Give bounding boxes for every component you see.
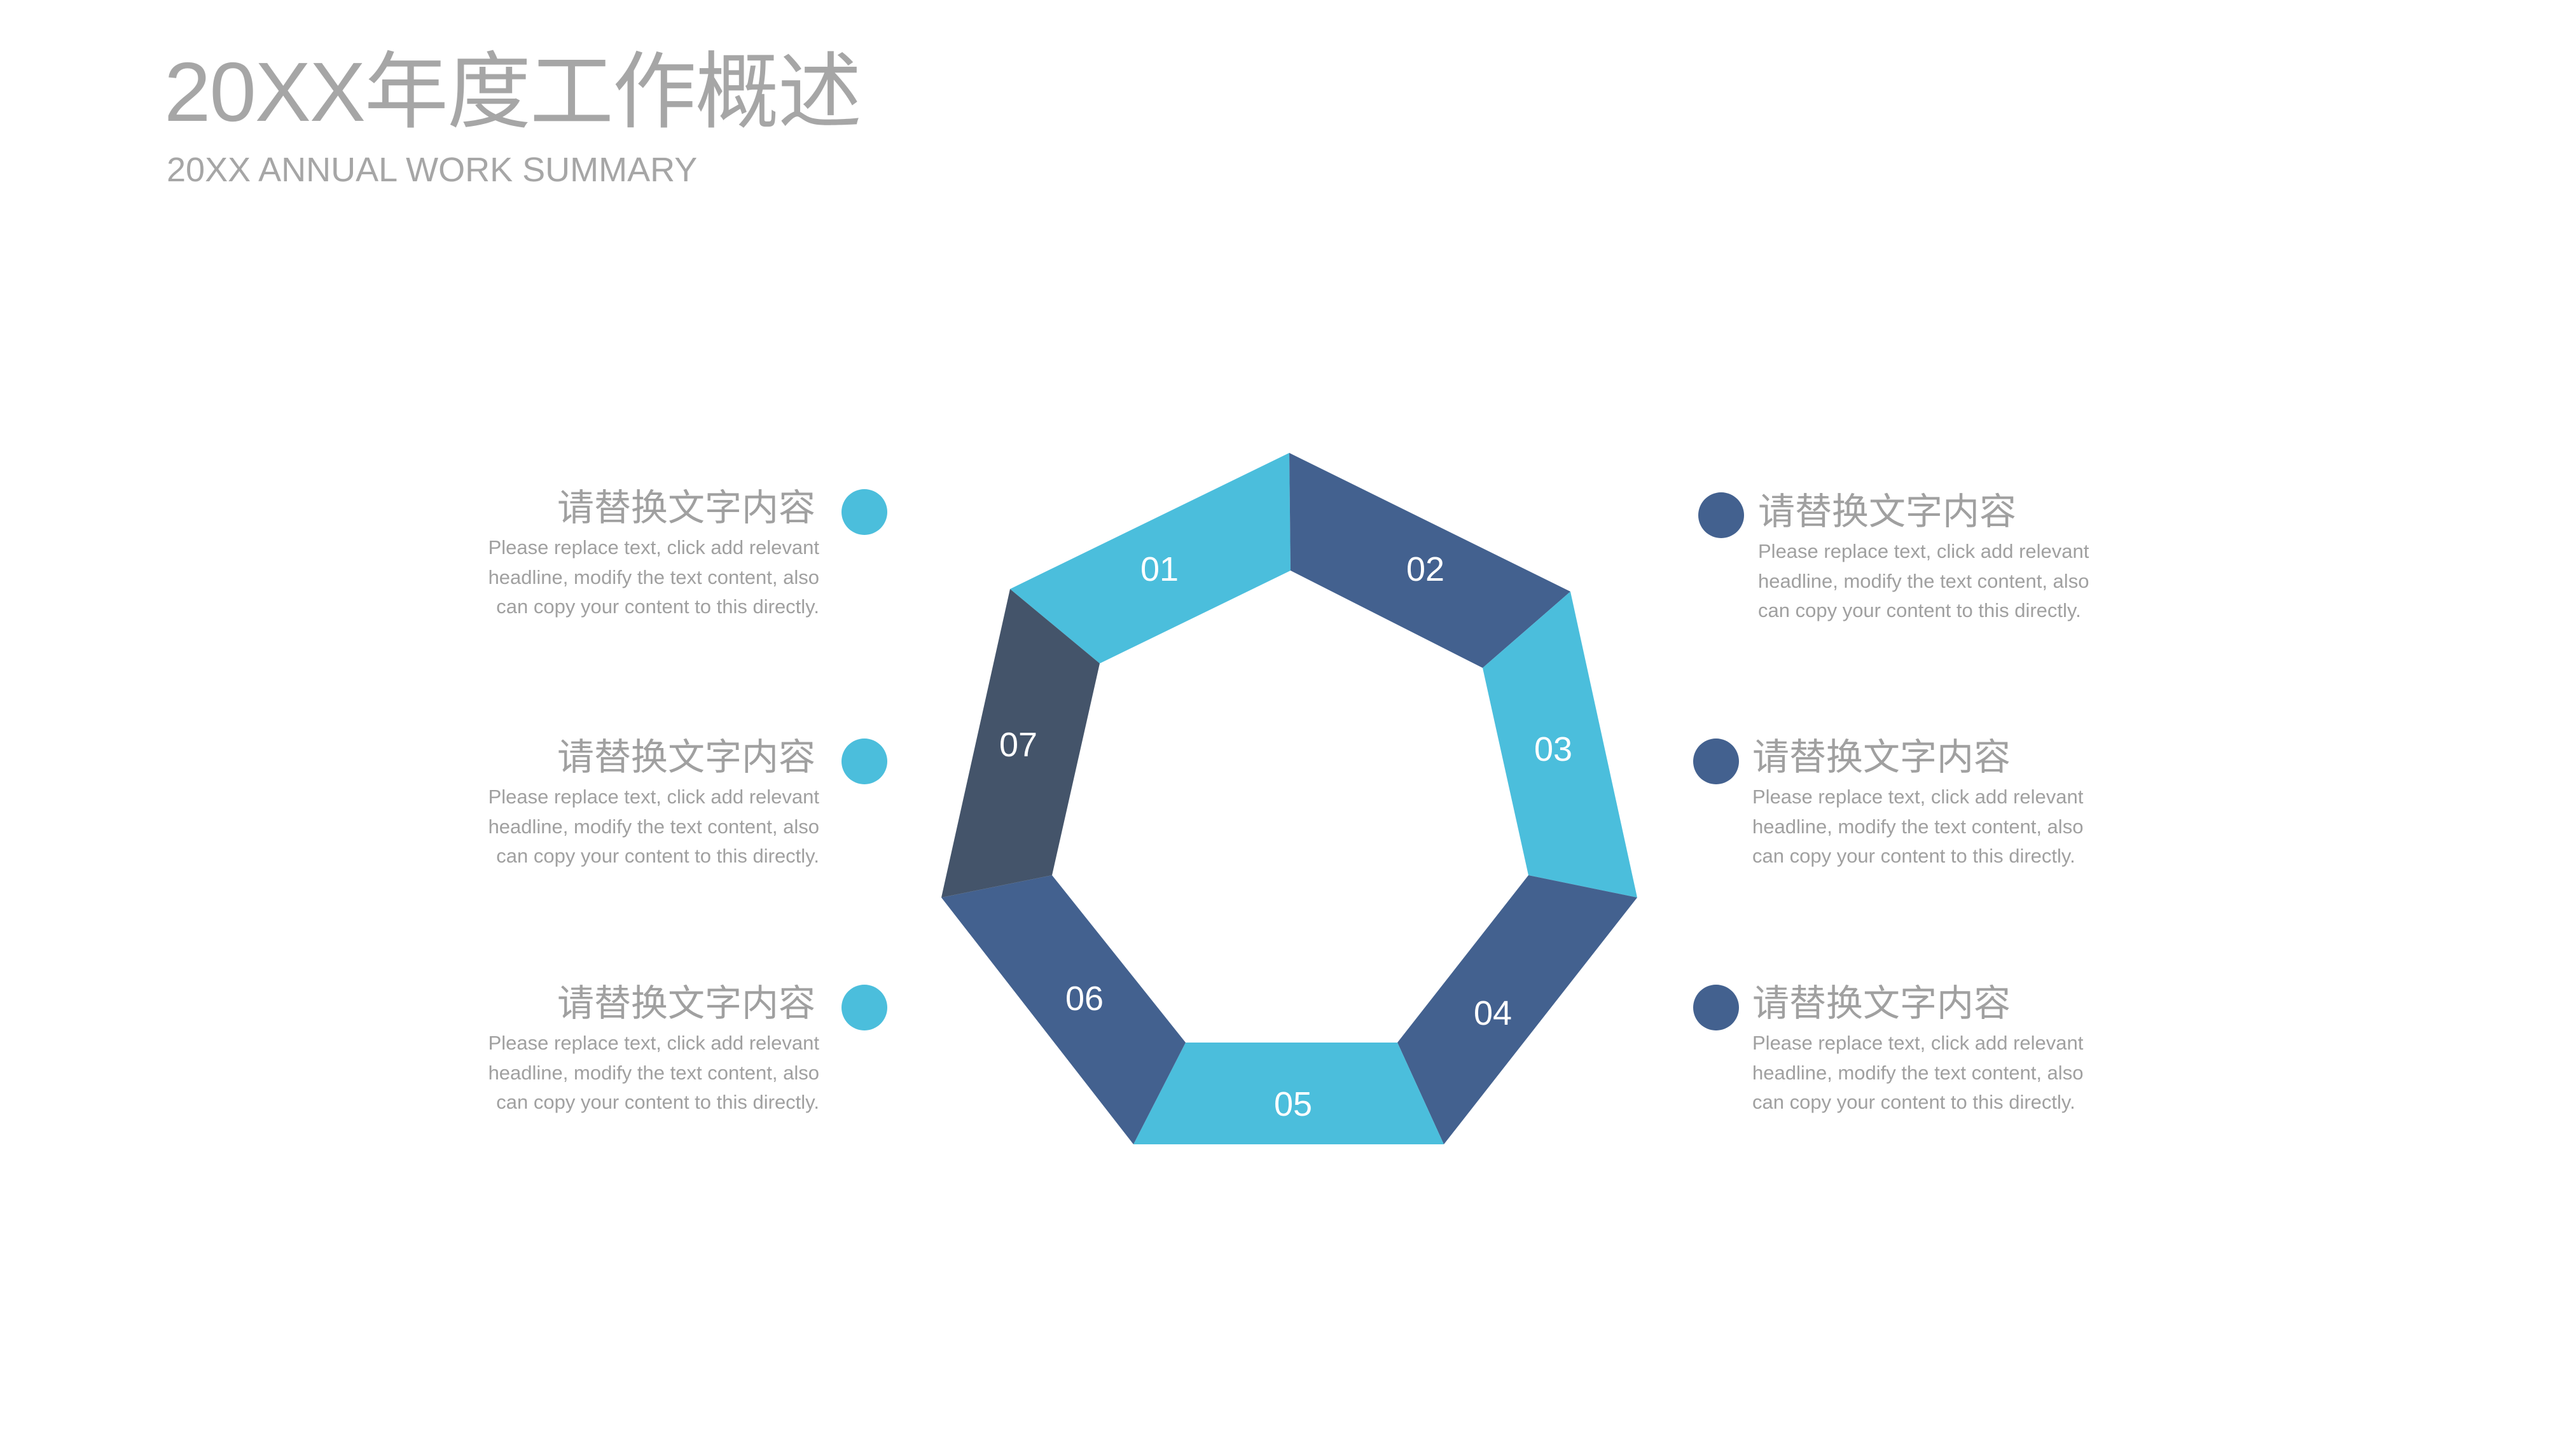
bullet-dot-right-1: [1698, 492, 1744, 538]
item-body: Please replace text, click add relevant …: [1758, 540, 2089, 621]
item-body: Please replace text, click add relevant …: [488, 536, 819, 618]
segment-06[interactable]: 06: [941, 875, 1186, 1144]
text-block-left-1: 请替换文字内容 Please replace text, click add r…: [463, 486, 819, 622]
bullet-dot-right-2: [1693, 738, 1739, 784]
segment-02[interactable]: 02: [1289, 453, 1570, 668]
segment-04[interactable]: 04: [1397, 875, 1637, 1144]
bullet-dot-left-3: [841, 985, 887, 1030]
segment-label: 02: [1406, 550, 1444, 588]
bullet-dot-right-3: [1693, 985, 1739, 1030]
segment-label: 03: [1534, 730, 1572, 768]
item-body: Please replace text, click add relevant …: [1752, 1032, 2084, 1113]
item-heading: 请替换文字内容: [557, 737, 815, 778]
item-body: Please replace text, click add relevant …: [488, 786, 819, 867]
text-block-right-2: 请替换文字内容 Please replace text, click add r…: [1752, 735, 2109, 871]
segment-label: 01: [1140, 550, 1179, 588]
segment-07[interactable]: 07: [941, 589, 1100, 898]
item-heading: 请替换文字内容: [1752, 983, 2011, 1024]
segment-label: 04: [1474, 994, 1512, 1032]
item-heading: 请替换文字内容: [557, 983, 815, 1024]
bullet-dot-left-2: [841, 738, 887, 784]
item-heading: 请替换文字内容: [1752, 737, 2011, 778]
item-body: Please replace text, click add relevant …: [488, 1032, 819, 1113]
item-body: Please replace text, click add relevant …: [1752, 786, 2084, 867]
bullet-dot-left-1: [841, 489, 887, 535]
segment-label: 07: [999, 726, 1037, 764]
text-block-left-3: 请替换文字内容 Please replace text, click add r…: [463, 981, 819, 1118]
segment-01[interactable]: 01: [1010, 453, 1291, 663]
item-heading: 请替换文字内容: [1758, 491, 2017, 532]
text-block-left-2: 请替换文字内容 Please replace text, click add r…: [463, 735, 819, 871]
segment-05[interactable]: 05: [1133, 1043, 1444, 1144]
text-block-right-3: 请替换文字内容 Please replace text, click add r…: [1752, 981, 2109, 1118]
item-heading: 请替换文字内容: [557, 487, 815, 529]
page-title: 20XX年度工作概述: [164, 45, 862, 139]
segment-label: 06: [1065, 980, 1104, 1018]
segment-label: 05: [1274, 1085, 1312, 1123]
segment-03[interactable]: 03: [1483, 592, 1637, 898]
page-subtitle: 20XX ANNUAL WORK SUMMARY: [167, 151, 698, 189]
text-block-right-1: 请替换文字内容 Please replace text, click add r…: [1758, 490, 2114, 626]
